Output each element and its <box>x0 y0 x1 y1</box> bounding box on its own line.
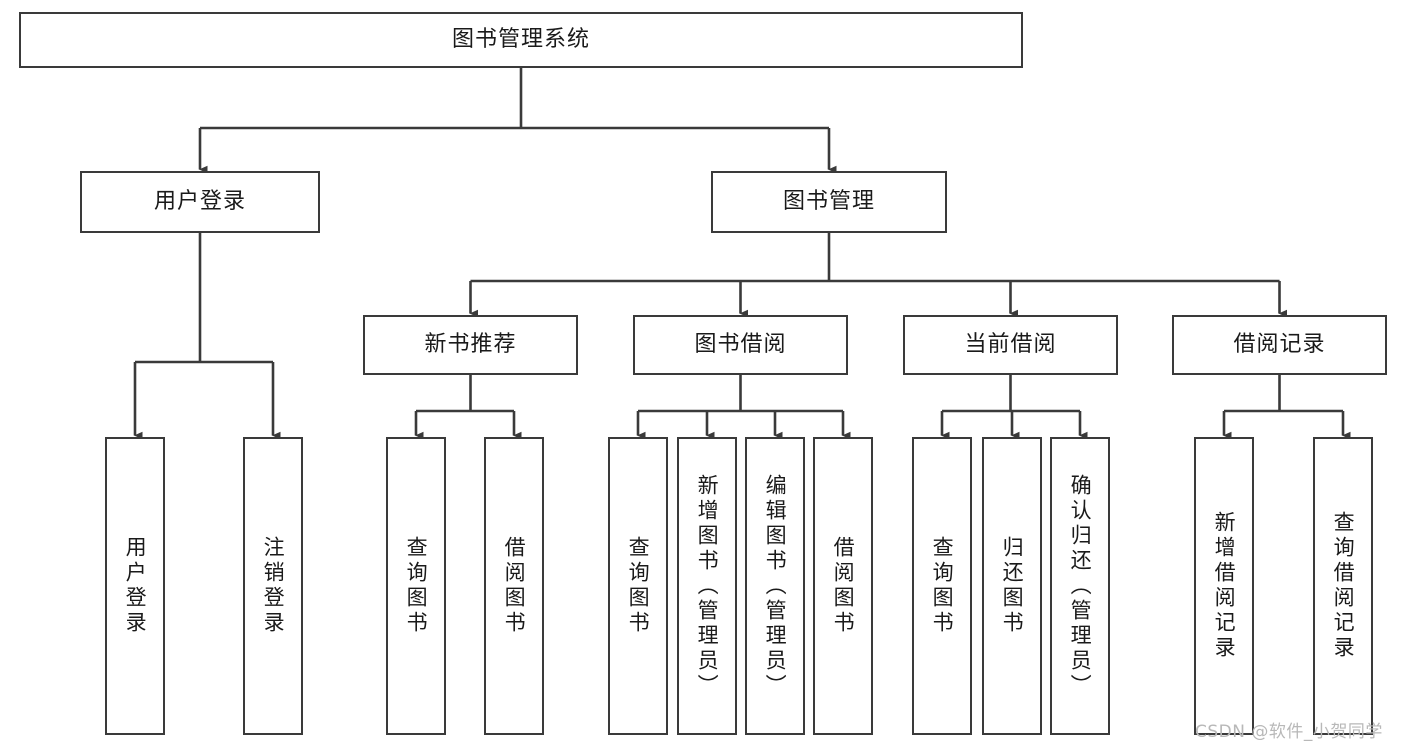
node-label: 注销登录 <box>261 536 286 636</box>
node-label: 新增借阅记录 <box>1212 511 1237 661</box>
node-leaf-borrow-book-2[interactable]: 借阅图书 <box>813 437 873 735</box>
node-label: 用户登录 <box>153 189 246 215</box>
node-label: 图书借阅 <box>694 332 787 358</box>
node-label: 借阅图书 <box>831 536 856 636</box>
node-book-manage[interactable]: 图书管理 <box>711 171 947 233</box>
node-label: 借阅记录 <box>1233 332 1326 358</box>
node-leaf-query-book-2[interactable]: 查询图书 <box>608 437 668 735</box>
node-label: 归还图书 <box>1000 536 1025 636</box>
node-label: 查询图书 <box>626 536 651 636</box>
node-leaf-confirm-return[interactable]: 确认归还（管理员） <box>1050 437 1110 735</box>
node-user-login[interactable]: 用户登录 <box>80 171 320 233</box>
node-borrow-record[interactable]: 借阅记录 <box>1172 315 1387 375</box>
node-label: 图书管理 <box>782 189 875 215</box>
node-label: 新增图书（管理员） <box>695 473 720 699</box>
node-leaf-query-book-3[interactable]: 查询图书 <box>912 437 972 735</box>
node-label: 编辑图书（管理员） <box>763 473 788 699</box>
node-label: 借阅图书 <box>502 536 527 636</box>
node-label: 新书推荐 <box>424 332 517 358</box>
node-label: 查询借阅记录 <box>1331 511 1356 661</box>
node-leaf-query-book-1[interactable]: 查询图书 <box>386 437 446 735</box>
connectors-group <box>133 68 1351 440</box>
node-label: 查询图书 <box>404 536 429 636</box>
node-root[interactable]: 图书管理系统 <box>19 12 1023 68</box>
node-book-borrow[interactable]: 图书借阅 <box>633 315 848 375</box>
node-label: 图书管理系统 <box>451 27 590 53</box>
node-new-book-rec[interactable]: 新书推荐 <box>363 315 578 375</box>
node-leaf-edit-book[interactable]: 编辑图书（管理员） <box>745 437 805 735</box>
node-leaf-query-record[interactable]: 查询借阅记录 <box>1313 437 1373 735</box>
node-label: 查询图书 <box>930 536 955 636</box>
node-leaf-user-login[interactable]: 用户登录 <box>105 437 165 735</box>
node-leaf-add-record[interactable]: 新增借阅记录 <box>1194 437 1254 735</box>
node-label: 当前借阅 <box>964 332 1057 358</box>
node-leaf-borrow-book-1[interactable]: 借阅图书 <box>484 437 544 735</box>
node-leaf-return-book[interactable]: 归还图书 <box>982 437 1042 735</box>
watermark-text: CSDN @软件_小贺同学 <box>1195 722 1383 742</box>
node-label: 确认归还（管理员） <box>1068 473 1093 699</box>
node-label: 用户登录 <box>123 536 148 636</box>
node-leaf-user-logout[interactable]: 注销登录 <box>243 437 303 735</box>
node-leaf-add-book[interactable]: 新增图书（管理员） <box>677 437 737 735</box>
node-current-borrow[interactable]: 当前借阅 <box>903 315 1118 375</box>
